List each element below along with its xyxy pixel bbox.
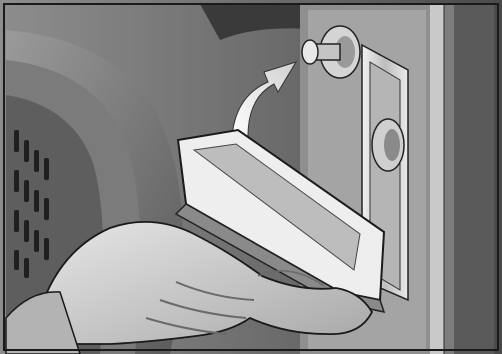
appliance-illustration (0, 0, 502, 354)
